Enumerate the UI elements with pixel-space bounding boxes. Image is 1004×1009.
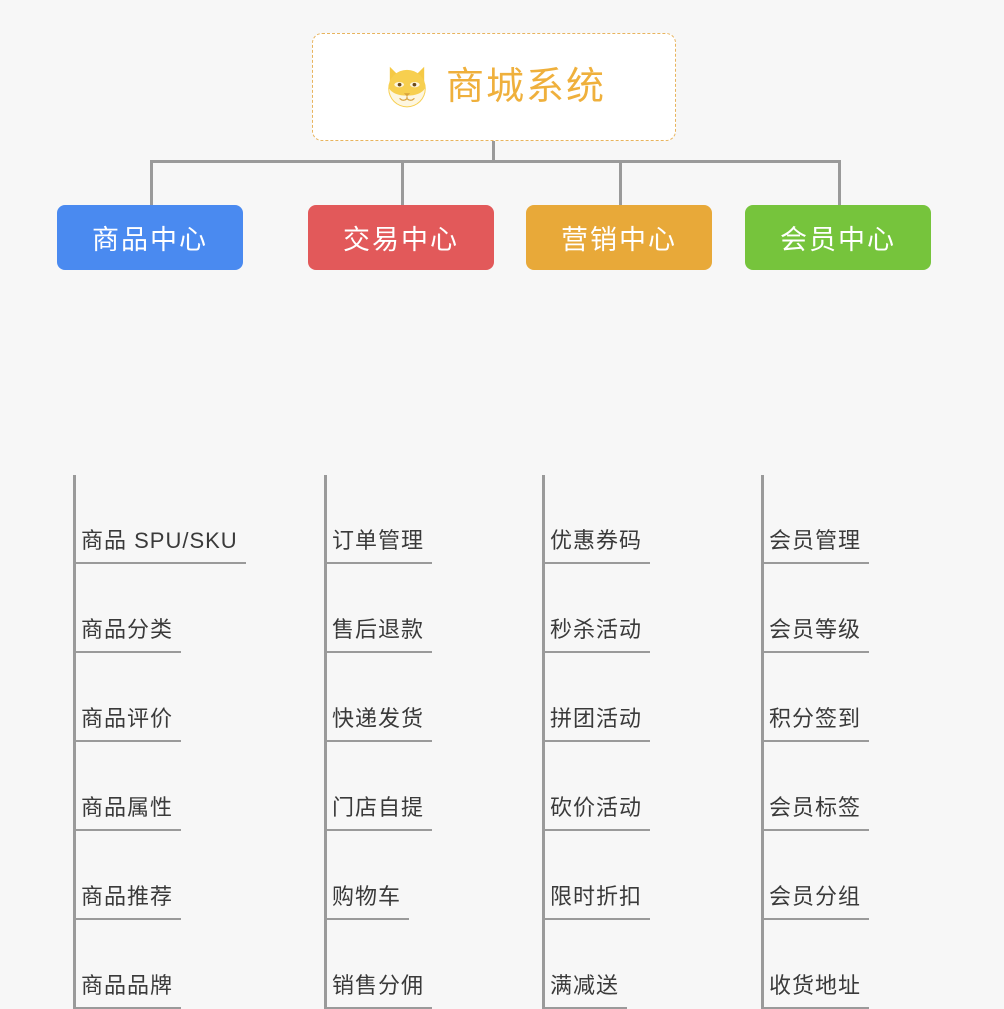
leaf-item-label: 会员分组 — [761, 879, 870, 920]
leaf-item[interactable]: 满减送 — [542, 920, 650, 1009]
category-header-1[interactable]: 商品中心 — [57, 205, 243, 270]
leaf-item-label: 商品 SPU/SKU — [73, 523, 246, 564]
category-column: 交易中心订单管理售后退款快递发货门店自提购物车销售分佣 — [308, 205, 494, 1009]
leaf-item[interactable]: 购物车 — [324, 831, 432, 920]
leaf-item[interactable]: 砍价活动 — [542, 742, 651, 831]
root-title: 商城系统 — [445, 66, 606, 108]
leaf-item[interactable]: 收货地址 — [761, 920, 870, 1009]
leaf-item-label: 会员标签 — [761, 790, 870, 831]
connector-drop-3 — [619, 160, 622, 208]
leaf-item-label: 销售分佣 — [324, 968, 433, 1009]
leaf-item-label: 会员管理 — [761, 523, 870, 564]
category-header-2[interactable]: 交易中心 — [308, 205, 494, 270]
leaf-item-label: 商品评价 — [73, 701, 182, 742]
leaf-item[interactable]: 限时折扣 — [542, 831, 651, 920]
category-column: 商品中心商品 SPU/SKU 商品分类商品评价商品属性商品推荐商品品牌 — [57, 205, 246, 1009]
leaf-item[interactable]: 会员标签 — [761, 742, 870, 831]
leaf-item[interactable]: 销售分佣 — [324, 920, 433, 1009]
leaf-item[interactable]: 会员等级 — [761, 564, 870, 653]
leaf-item[interactable]: 快递发货 — [324, 653, 433, 742]
leaf-item[interactable]: 会员管理 — [761, 475, 870, 564]
connector-drop-4 — [838, 160, 841, 208]
leaf-item[interactable]: 商品分类 — [73, 564, 246, 653]
leaf-item-label: 商品分类 — [73, 612, 182, 653]
category-header-4[interactable]: 会员中心 — [745, 205, 931, 270]
category-header-label: 交易中心 — [343, 225, 459, 255]
leaf-item-label: 购物车 — [324, 879, 410, 920]
root-node[interactable]: 商城系统 — [312, 33, 676, 141]
leaf-item-label: 砍价活动 — [542, 790, 651, 831]
category-header-label: 会员中心 — [780, 225, 896, 255]
connector-root-stem — [492, 141, 495, 161]
mindmap-canvas: 商城系统 商品中心商品 SPU/SKU 商品分类商品评价商品属性商品推荐商品品牌 交… — [57, 33, 931, 1009]
leaf-item-label: 商品推荐 — [73, 879, 182, 920]
leaf-list: 订单管理售后退款快递发货门店自提购物车销售分佣 — [324, 475, 433, 1009]
leaf-item-label: 门店自提 — [324, 790, 433, 831]
category-header-label: 商品中心 — [92, 225, 208, 255]
connector-drop-2 — [401, 160, 404, 208]
leaf-item[interactable]: 售后退款 — [324, 564, 433, 653]
category-column: 会员中心会员管理会员等级积分签到会员标签会员分组收货地址 — [745, 205, 931, 1009]
leaf-list: 会员管理会员等级积分签到会员标签会员分组收货地址 — [761, 475, 870, 1009]
leaf-item[interactable]: 积分签到 — [761, 653, 870, 742]
leaf-item[interactable]: 门店自提 — [324, 742, 433, 831]
leaf-item-label: 限时折扣 — [542, 879, 651, 920]
leaf-item[interactable]: 商品推荐 — [73, 831, 246, 920]
leaf-item-label: 优惠券码 — [542, 523, 651, 564]
leaf-item-label: 商品品牌 — [73, 968, 182, 1009]
leaf-item-label: 秒杀活动 — [542, 612, 651, 653]
leaf-item-label: 会员等级 — [761, 612, 870, 653]
leaf-item-label: 收货地址 — [761, 968, 870, 1009]
leaf-item-label: 快递发货 — [324, 701, 433, 742]
leaf-item[interactable]: 拼团活动 — [542, 653, 651, 742]
connector-drop-1 — [150, 160, 153, 208]
leaf-item[interactable]: 订单管理 — [324, 475, 433, 564]
leaf-item-label: 拼团活动 — [542, 701, 651, 742]
leaf-list: 商品 SPU/SKU 商品分类商品评价商品属性商品推荐商品品牌 — [73, 475, 246, 1009]
connector-horizontal-bus — [150, 160, 840, 163]
leaf-item-label: 满减送 — [542, 968, 628, 1009]
leaf-list: 优惠券码秒杀活动拼团活动砍价活动限时折扣满减送 — [542, 475, 651, 1009]
leaf-item[interactable]: 商品评价 — [73, 653, 246, 742]
leaf-item[interactable]: 秒杀活动 — [542, 564, 651, 653]
leaf-item-label: 积分签到 — [761, 701, 870, 742]
leaf-item[interactable]: 商品 SPU/SKU — [73, 475, 246, 564]
shiba-dog-icon — [388, 66, 426, 109]
leaf-item[interactable]: 商品品牌 — [73, 920, 246, 1009]
leaf-item-label: 订单管理 — [324, 523, 433, 564]
category-header-3[interactable]: 营销中心 — [526, 205, 712, 270]
leaf-item[interactable]: 优惠券码 — [542, 475, 651, 564]
category-column: 营销中心优惠券码秒杀活动拼团活动砍价活动限时折扣满减送 — [526, 205, 712, 1009]
category-header-label: 营销中心 — [561, 225, 677, 255]
leaf-item[interactable]: 会员分组 — [761, 831, 870, 920]
leaf-item[interactable]: 商品属性 — [73, 742, 246, 831]
leaf-item-label: 商品属性 — [73, 790, 182, 831]
leaf-item-label: 售后退款 — [324, 612, 433, 653]
